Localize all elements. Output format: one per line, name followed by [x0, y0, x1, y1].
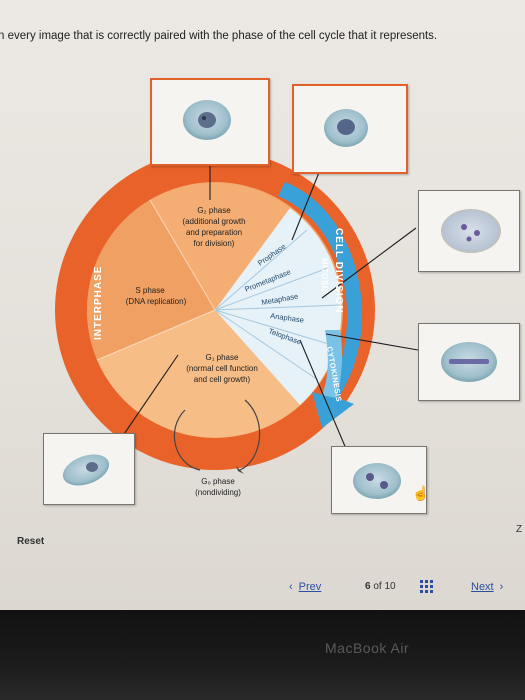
page-sep: of [373, 581, 382, 592]
g1-wedge [97, 310, 300, 438]
grid-icon[interactable] [420, 580, 434, 594]
device-brand: MacBook Air [325, 640, 410, 656]
connector-line [325, 333, 419, 351]
g0-arc-arrow [173, 409, 201, 471]
chevron-left-icon: ‹ [289, 581, 293, 593]
mitosis-divider [214, 304, 341, 311]
page-current: 6 [365, 581, 371, 592]
cell-image-card-1[interactable] [150, 78, 270, 166]
cell-image-card-3[interactable] [418, 190, 520, 272]
cytokinesis-band [322, 330, 343, 398]
g2-desc: for division) [194, 239, 235, 248]
g0-arc-arrow-2 [239, 399, 261, 471]
g2-wedge [150, 182, 290, 310]
connector-line [119, 354, 179, 441]
cell-image-card-2[interactable] [292, 84, 408, 174]
next-button[interactable]: Next › [471, 581, 503, 593]
cell-image-card-5[interactable] [43, 433, 135, 505]
cell-micrograph [324, 109, 368, 147]
g0-title: G₀ phase [201, 477, 235, 486]
g0-desc: (nondividing) [195, 488, 241, 497]
s-wedge [86, 200, 216, 360]
cell-micrograph [353, 463, 401, 499]
s-desc: (DNA replication) [126, 297, 187, 306]
mitosis-label: MITOSIS [320, 258, 329, 294]
cell-micrograph [62, 454, 110, 486]
g2-desc: (additional growth [182, 217, 245, 226]
cell-image-card-6[interactable]: ☝ [331, 446, 430, 514]
g1-title: G₁ phase [206, 353, 239, 362]
cell-division-label: CELL DIVISION [333, 228, 344, 314]
cell-micrograph [441, 342, 497, 382]
reset-button[interactable]: Reset [17, 536, 45, 547]
s-title: S phase [135, 286, 165, 295]
mitosis-divider [214, 309, 319, 381]
mitosis-divider [214, 229, 308, 311]
footer-navigation: ‹ Prev 6 of 10 Next › [285, 578, 525, 598]
mitosis-wedge [215, 208, 342, 405]
g1-desc: and cell growth) [194, 375, 251, 384]
next-label: Next [471, 581, 494, 593]
mitosis-divider [214, 309, 333, 346]
page-indicator: 6 of 10 [365, 581, 396, 592]
mitosis-divider [214, 267, 329, 311]
screen: n every image that is correctly paired w… [0, 0, 525, 610]
zoom-label[interactable]: Z [516, 524, 523, 535]
interphase-label: INTERPHASE [93, 266, 104, 340]
prev-label: Prev [298, 581, 322, 593]
laptop-bezel [0, 610, 525, 700]
chevron-right-icon: › [499, 581, 504, 593]
g2-title: G₂ phase [197, 206, 231, 215]
cell-micrograph [183, 100, 231, 140]
instruction-text: n every image that is correctly paired w… [0, 30, 438, 42]
hand-cursor-icon: ☝ [412, 485, 430, 501]
prev-button[interactable]: ‹ Prev [289, 581, 321, 593]
g1-desc: (normal cell function [186, 364, 258, 373]
cell-micrograph [441, 209, 501, 253]
connector-line [321, 227, 417, 299]
page-total: 10 [384, 581, 396, 592]
cell-image-card-4[interactable] [418, 323, 520, 401]
g2-desc: and preparation [186, 228, 242, 237]
